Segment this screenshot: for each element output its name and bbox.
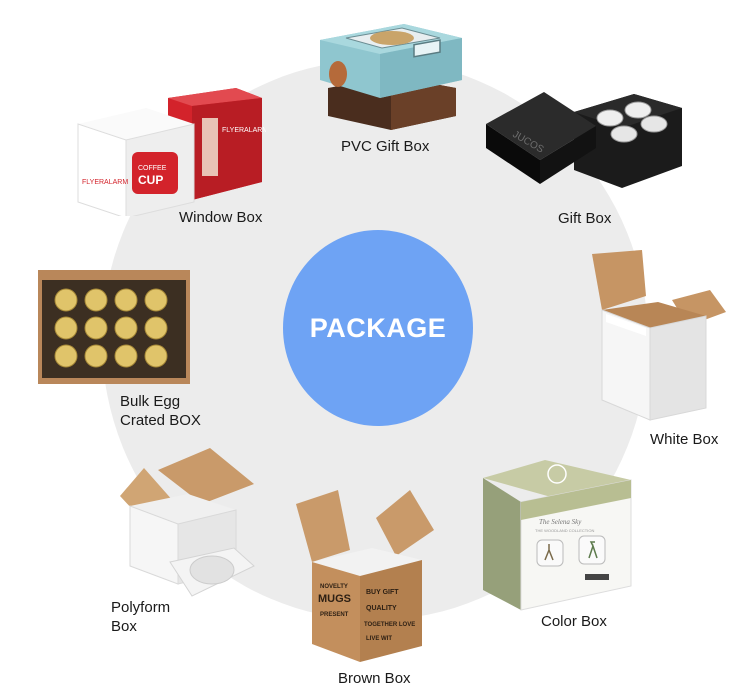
center-label: PACKAGE bbox=[309, 312, 447, 343]
window-box-print-red-brand: FLYERALARM bbox=[222, 127, 266, 134]
polyform-box-label: Polyform Box bbox=[111, 598, 170, 636]
brown-box-print-quality: QUALITY bbox=[366, 605, 397, 612]
bulk-egg-crated-box-label-line-2: Crated BOX bbox=[120, 412, 201, 429]
polyform-box-label-line-2: Box bbox=[111, 618, 137, 635]
bulk-egg-crated-box-label: Bulk Egg Crated BOX bbox=[120, 392, 201, 430]
gift-box-label: Gift Box bbox=[558, 210, 612, 227]
brown-box-label: Brown Box bbox=[338, 670, 411, 687]
brown-box-photo: NOVELTY MUGS PRESENT BUY GIFT QUALITY TO… bbox=[294, 488, 438, 664]
brown-box-print-present: PRESENT bbox=[320, 612, 349, 618]
color-box-photo: The Selena Sky THE WOODLAND COLLECTION bbox=[481, 458, 633, 614]
brown-box-print-novelty: NOVELTY bbox=[320, 584, 348, 590]
brown-box-print-buy-gift: BUY GIFT bbox=[366, 589, 399, 596]
brown-box-print-together-love: TOGETHER LOVE bbox=[364, 622, 415, 628]
color-box-print-title: The Selena Sky bbox=[539, 518, 582, 526]
polyform-box-photo bbox=[114, 444, 256, 598]
window-box-photo: FLYERALARM COFFEE CUP FLYERALARM bbox=[76, 86, 266, 216]
pvc-gift-box-label: PVC Gift Box bbox=[341, 138, 430, 155]
bulk-egg-crate-photo bbox=[38, 270, 190, 384]
window-box-label: Window Box bbox=[179, 209, 263, 226]
gift-box-photo: JUCOS bbox=[484, 78, 684, 210]
white-box-label: White Box bbox=[650, 431, 719, 448]
bulk-egg-crated-box-label-line-1: Bulk Egg bbox=[120, 393, 181, 410]
window-box-print-white-brand: FLYERALARM bbox=[82, 179, 128, 186]
window-box-print-coffee: COFFEE bbox=[138, 165, 167, 172]
window-box-print-cup: CUP bbox=[138, 173, 163, 187]
brown-box-print-live-wit: LIVE WIT bbox=[366, 636, 392, 642]
polyform-box-label-line-1: Polyform bbox=[111, 599, 171, 616]
pvc-gift-box-photo bbox=[316, 18, 466, 136]
color-box-print-collection: THE WOODLAND COLLECTION bbox=[535, 528, 594, 533]
color-box-label: Color Box bbox=[541, 613, 607, 630]
white-box-photo bbox=[586, 250, 728, 422]
center-hub: PACKAGE bbox=[283, 230, 473, 426]
brown-box-print-mugs: MUGS bbox=[318, 593, 351, 605]
